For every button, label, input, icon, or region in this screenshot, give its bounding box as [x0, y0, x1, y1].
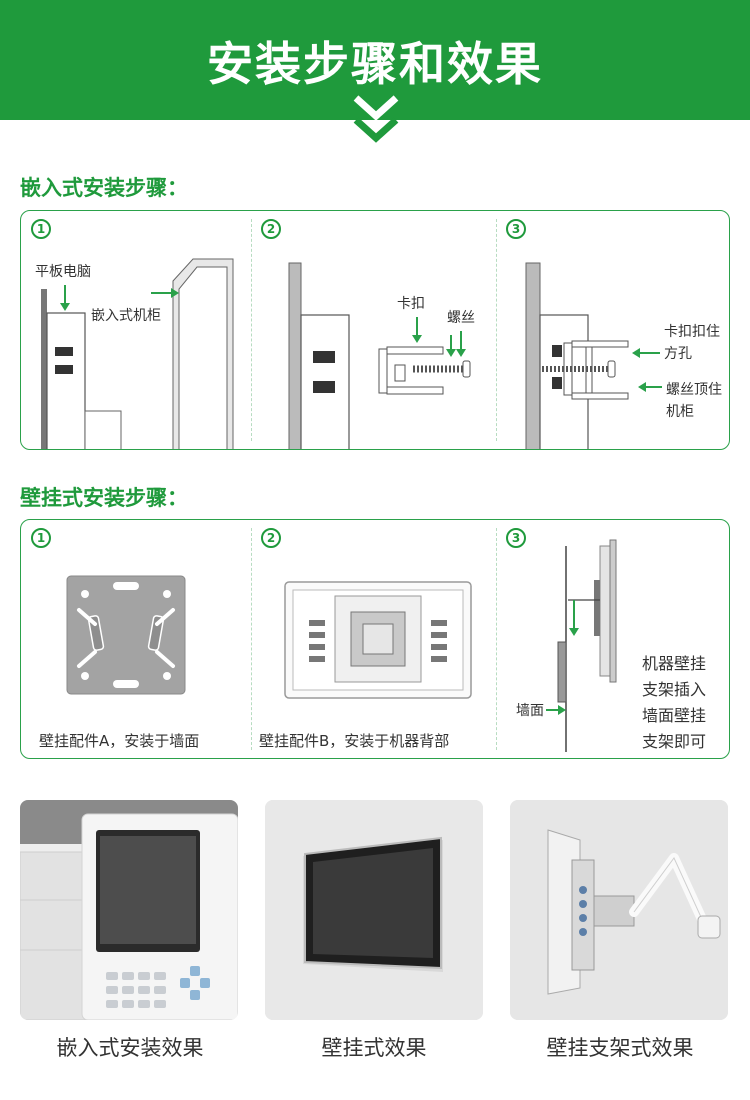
mount-instruction-line-1: 机器壁挂: [642, 654, 707, 673]
mount-instruction-line-2: 支架插入: [642, 680, 707, 699]
cabinet-label: 嵌入式机柜: [91, 308, 161, 324]
embedded-effect-caption: 嵌入式安装效果: [56, 1036, 204, 1060]
clip-hold-label: 卡扣扣住: [664, 324, 720, 340]
wall-step-2: 2 壁挂配件B，安装于机器背部: [251, 520, 496, 758]
divider: [251, 528, 252, 750]
mount-instruction-line-3: 墙面壁挂: [642, 706, 707, 725]
embedded-section-title: 嵌入式安装步骤：: [20, 176, 188, 200]
divider: [251, 219, 252, 441]
arm-effect-caption: 壁挂支架式效果: [546, 1036, 694, 1060]
tablet-label: 平板电脑: [35, 264, 91, 280]
step-number: 2: [261, 528, 281, 548]
wall-label: 墙面: [516, 703, 544, 719]
wall-bracket-b-image: [284, 581, 472, 699]
arm-mount-image: [510, 800, 728, 1020]
step-number: 2: [261, 219, 281, 239]
step-number: 1: [31, 528, 51, 548]
wall-step-1: 1 壁挂配件A，安装于墙面: [21, 520, 251, 758]
wall-mount-image: [265, 800, 483, 1020]
page-title: 安装步骤和效果: [207, 37, 543, 91]
header-banner: 安装步骤和效果: [0, 0, 750, 120]
embedded-step-2: 2 卡扣 螺丝: [251, 211, 496, 449]
step-number: 3: [506, 528, 526, 548]
wall-section-title: 壁挂式安装步骤：: [20, 486, 188, 510]
wall-effect-caption: 壁挂式效果: [321, 1036, 427, 1060]
mount-instruction-line-4: 支架即可: [642, 732, 707, 751]
cabinet-label: 机柜: [666, 404, 694, 420]
embedded-steps-panel: 1 平板电脑 嵌入式机柜 2: [20, 210, 730, 450]
wall-effect-photo: [265, 800, 483, 1020]
embedded-effect-photo: [20, 800, 238, 1020]
clip-installed-diagram: [525, 262, 662, 449]
bracket-a-caption: 壁挂配件A，安装于墙面: [39, 732, 200, 750]
wall-bracket-a-image: [66, 575, 186, 695]
step-number: 3: [506, 219, 526, 239]
embedded-install-image: [20, 800, 238, 1020]
wall-steps-panel: 1 壁挂配件A，安装于墙面 2: [20, 519, 730, 759]
clip-label: 卡扣: [397, 296, 425, 312]
clip-screw-diagram: [288, 262, 471, 449]
tablet-cabinet-diagram: [41, 258, 234, 449]
wall-step-3: 3 墙面 机器壁挂 支架插入 墙面壁挂 支架即可: [496, 520, 729, 758]
step-number: 1: [31, 219, 51, 239]
divider: [496, 219, 497, 441]
wall-mount-diagram: [546, 539, 617, 752]
square-hole-label: 方孔: [664, 346, 692, 362]
screw-press-label: 螺丝顶住: [666, 382, 722, 398]
embedded-step-1: 1 平板电脑 嵌入式机柜: [21, 211, 251, 449]
bracket-b-caption: 壁挂配件B，安装于机器背部: [259, 732, 450, 750]
arm-effect-photo: [510, 800, 728, 1020]
screw-label: 螺丝: [447, 310, 475, 326]
divider: [496, 528, 497, 750]
chevron-down-icon: [353, 95, 399, 143]
embedded-step-3: 3 卡扣扣住 方孔 螺丝顶住 机柜: [496, 211, 729, 449]
